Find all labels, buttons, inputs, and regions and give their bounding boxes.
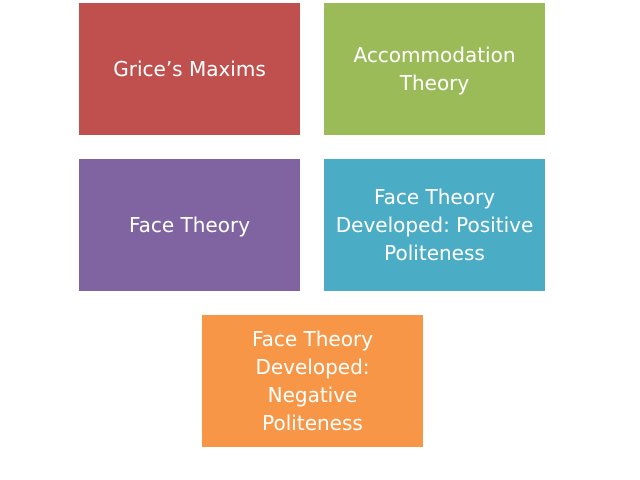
box-label: Face Theory <box>128 213 251 237</box>
box-label: Face Theory Developed: Negative Politene… <box>251 327 374 435</box>
box-label: Face Theory Developed: Positive Politene… <box>335 185 534 265</box>
box-face-theory: Face Theory <box>79 159 300 291</box>
box-label: Grice’s Maxims <box>113 57 266 81</box>
box-positive-politeness: Face Theory Developed: Positive Politene… <box>324 159 545 291</box>
box-accommodation-theory: Accommodation Theory <box>324 3 545 135</box>
box-grices-maxims: Grice’s Maxims <box>79 3 300 135</box>
box-negative-politeness: Face Theory Developed: Negative Politene… <box>202 315 423 447</box>
box-label: Accommodation Theory <box>353 43 516 95</box>
